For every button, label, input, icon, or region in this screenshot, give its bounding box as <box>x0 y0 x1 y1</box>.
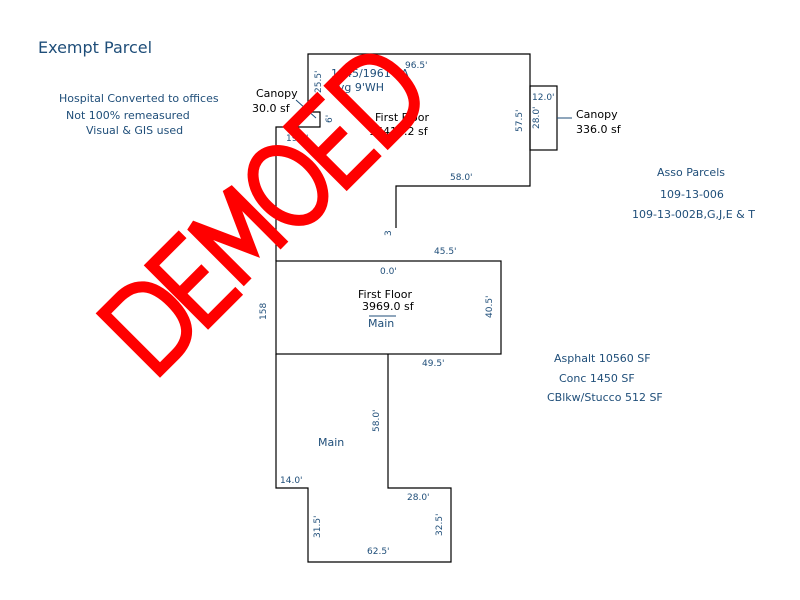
dim-mid-left: 158 <box>259 303 269 320</box>
sketch-lines <box>275 53 572 563</box>
dim-lower-left-step: 14.0' <box>280 476 303 486</box>
stamp-letter-o <box>247 145 329 226</box>
stamp-letter-e1 <box>143 230 244 330</box>
site-concrete: Conc 1450 SF <box>559 372 635 385</box>
lower-area-label: Main <box>318 436 344 449</box>
dim-canopy-small-h: 6' <box>325 115 335 123</box>
site-asphalt: Asphalt 10560 SF <box>554 352 651 365</box>
dim-mid-bottom: 49.5' <box>422 359 445 369</box>
stamp-letter-m <box>187 185 289 287</box>
stamp-letter-e2 <box>282 91 382 192</box>
dim-mid-right: 40.5' <box>485 295 495 318</box>
dim-lower-right: 32.5' <box>435 513 445 536</box>
right-canopy-name: Canopy <box>576 108 618 121</box>
dim-lower-left: 31.5' <box>313 515 323 538</box>
dim-lower-bottom: 62.5' <box>367 547 390 557</box>
dim-canopy-right-w: 12.0' <box>532 93 555 103</box>
stamp-letter-d <box>95 281 193 378</box>
year-note-2: Avg 9'WH <box>331 81 384 94</box>
dim-upper-left: 25.5' <box>314 70 324 93</box>
area-labels: 1945/1961 EA Avg 9'WH First Floor 16416.… <box>252 67 622 449</box>
dim-top: 96.5' <box>405 61 428 71</box>
assoc-heading: Asso Parcels <box>657 166 725 179</box>
middle-area-size: 3969.0 sf <box>362 300 415 313</box>
middle-area-name: First Floor <box>358 288 412 301</box>
dim-canopy-right-h: 28.0' <box>532 106 542 129</box>
note-line-3: Visual & GIS used <box>86 124 184 137</box>
page-title: Exempt Parcel <box>38 38 153 57</box>
dim-mid-top-right: 45.5' <box>434 247 457 257</box>
middle-area-label: Main <box>368 317 394 330</box>
lower-building-outline <box>275 354 452 563</box>
right-canopy-area: 336.0 sf <box>576 123 622 136</box>
demoed-stamp <box>95 53 420 378</box>
left-canopy-area: 30.0 sf <box>252 102 291 115</box>
dim-upper-bottom: 58.0' <box>450 173 473 183</box>
dim-connector: 3 <box>384 230 394 236</box>
dim-upper-right: 57.5' <box>515 109 525 132</box>
site-block-wall: CBlkw/Stucco 512 SF <box>547 391 663 404</box>
dim-mid-top-left: 0.0' <box>380 267 397 277</box>
dimension-labels: 96.5' 25.5' 5' 6' 19.0' 57.5' 12.0' 28.0… <box>259 61 555 557</box>
assoc-parcel-2: 109-13-002B,G,J,E & T <box>632 208 755 221</box>
note-line-1: Hospital Converted to offices <box>59 92 219 105</box>
assoc-parcel-1: 109-13-006 <box>660 188 724 201</box>
stamp-letter-d2 <box>323 53 420 151</box>
dim-lower-inner: 58.0' <box>372 409 382 432</box>
left-canopy-name: Canopy <box>256 87 298 100</box>
note-line-2: Not 100% remeasured <box>66 109 190 122</box>
dim-lower-right-step: 28.0' <box>407 493 430 503</box>
